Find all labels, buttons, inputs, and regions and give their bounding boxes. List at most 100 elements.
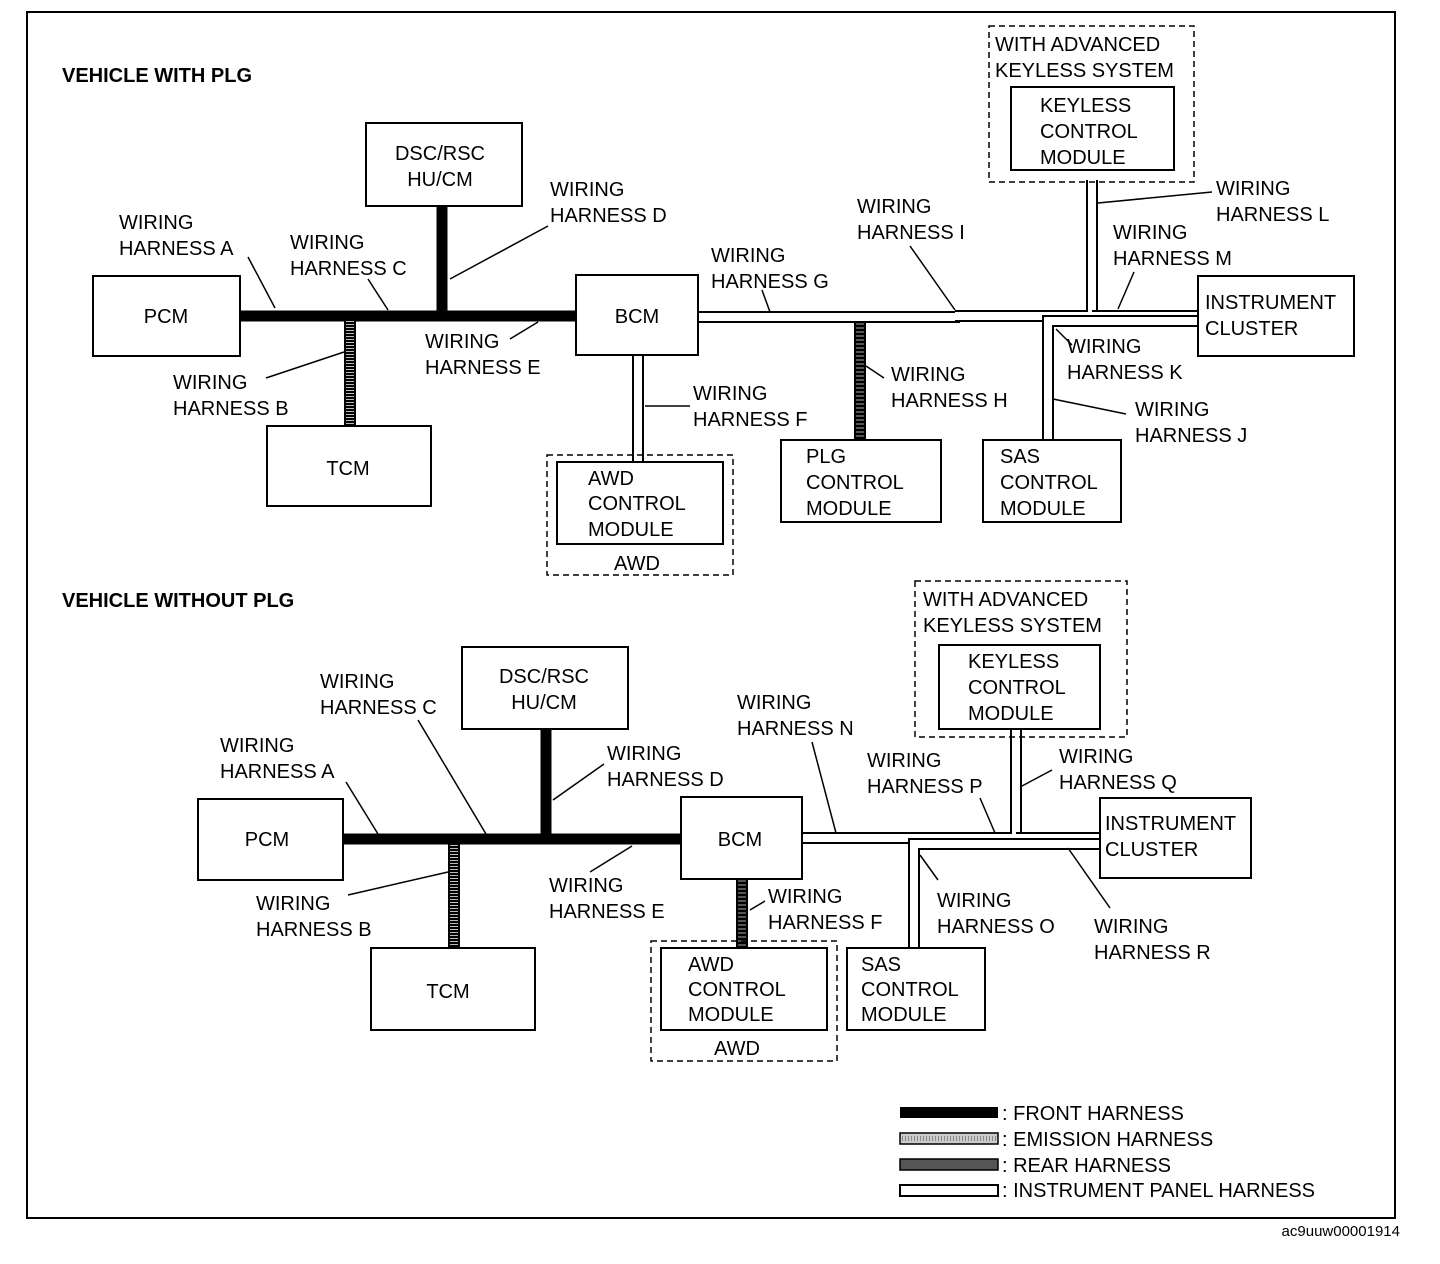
legend-front-swatch	[900, 1107, 998, 1118]
harness-o-label: WIRING	[937, 890, 1011, 912]
keyless-module-label: CONTROL	[968, 677, 1066, 699]
keyless-module-box	[1010, 86, 1175, 171]
harness-b-label: WIRING	[173, 372, 247, 394]
dsc-module-label: HU/CM	[407, 169, 473, 191]
legend-front-label: : FRONT HARNESS	[1002, 1103, 1184, 1125]
keyless-group-box	[988, 25, 1195, 183]
bcm-label: BCM	[718, 829, 762, 851]
keyless-group-label: WITH ADVANCED	[923, 589, 1088, 611]
legend-rear-swatch	[899, 1158, 999, 1171]
harness-h-label: WIRING	[891, 364, 965, 386]
sas-module-label: CONTROL	[861, 979, 959, 1001]
pcm-label: PCM	[245, 829, 289, 851]
pcm-label: PCM	[144, 306, 188, 328]
pcm-box	[92, 275, 241, 357]
awd-module-label: AWD	[588, 468, 634, 490]
harness-f-label: HARNESS F	[768, 912, 882, 934]
harness-b-label: WIRING	[256, 893, 330, 915]
harness-n-label: WIRING	[737, 692, 811, 714]
awd-group-label: AWD	[714, 1038, 760, 1060]
keyless-module-label: MODULE	[968, 703, 1054, 725]
dsc-module-label: HU/CM	[511, 692, 577, 714]
harness-c-label: WIRING	[290, 232, 364, 254]
sas-module-box	[982, 439, 1122, 523]
keyless-module-label: MODULE	[1040, 147, 1126, 169]
harness-d-label: HARNESS D	[607, 769, 724, 791]
tcm-label: TCM	[426, 981, 469, 1003]
keyless-module-label: CONTROL	[1040, 121, 1138, 143]
harness-n-label: HARNESS N	[737, 718, 854, 740]
dsc-module-box	[365, 122, 523, 207]
harness-i-label: HARNESS I	[857, 222, 965, 244]
harness-m-label: WIRING	[1113, 222, 1187, 244]
awd-module-box	[556, 461, 724, 545]
harness-r-label: HARNESS R	[1094, 942, 1211, 964]
plg-module-label: PLG	[806, 446, 846, 468]
awd-group-box	[546, 454, 734, 576]
harness-e-label: HARNESS E	[549, 901, 665, 923]
keyless-module-box	[938, 644, 1101, 730]
keyless-module-label: KEYLESS	[1040, 95, 1131, 117]
harness-p-label: WIRING	[867, 750, 941, 772]
diagram-without-plg: VEHICLE WITHOUT PLG DSC/RSC HU/CM PCM BC…	[62, 580, 1252, 1062]
tcm-box	[266, 425, 432, 507]
bcm-label: BCM	[615, 306, 659, 328]
instrument-cluster-label: INSTRUMENT	[1105, 813, 1236, 835]
harness-b-label: HARNESS B	[173, 398, 289, 420]
legend-instrument-label: : INSTRUMENT PANEL HARNESS	[1002, 1180, 1315, 1202]
keyless-group-label: WITH ADVANCED	[995, 34, 1160, 56]
bcm-box	[575, 274, 699, 356]
harness-a-label: HARNESS A	[119, 238, 234, 260]
legend-emission-swatch	[899, 1132, 999, 1145]
instrument-cluster-label: INSTRUMENT	[1205, 292, 1336, 314]
harness-g-label: WIRING	[711, 245, 785, 267]
plg-module-label: MODULE	[806, 498, 892, 520]
diagram-with-plg: VEHICLE WITH PLG DSC/RSC HU/CM PCM BCM T…	[62, 25, 1355, 576]
plg-module-label: CONTROL	[806, 472, 904, 494]
awd-module-label: MODULE	[588, 519, 674, 541]
harness-l-line	[955, 180, 1098, 322]
sas-module-label: MODULE	[861, 1004, 947, 1026]
harness-d-label: WIRING	[607, 743, 681, 765]
harness-l-label: WIRING	[1216, 178, 1290, 200]
section-title-without-plg: VEHICLE WITHOUT PLG	[62, 590, 294, 612]
keyless-module-label: KEYLESS	[968, 651, 1059, 673]
harness-k-label: HARNESS K	[1067, 362, 1183, 384]
harness-q-label: WIRING	[1059, 746, 1133, 768]
instrument-cluster-box	[1197, 275, 1355, 357]
dsc-module-label: DSC/RSC	[499, 666, 589, 688]
harness-e-label: WIRING	[549, 875, 623, 897]
harness-b-label: HARNESS B	[256, 919, 372, 941]
sas-module-label: MODULE	[1000, 498, 1086, 520]
harness-q-label: HARNESS Q	[1059, 772, 1177, 794]
bcm-box	[680, 796, 803, 880]
harness-a-label: WIRING	[220, 735, 294, 757]
sas-module-label: CONTROL	[1000, 472, 1098, 494]
sas-module-label: SAS	[861, 954, 901, 976]
tcm-box	[370, 947, 536, 1031]
harness-j-label: WIRING	[1135, 399, 1209, 421]
harness-g-label: HARNESS G	[711, 271, 829, 293]
keyless-group-label: KEYLESS SYSTEM	[995, 60, 1174, 82]
instrument-cluster-label: CLUSTER	[1105, 839, 1198, 861]
harness-k-label: WIRING	[1067, 336, 1141, 358]
instrument-cluster-label: CLUSTER	[1205, 318, 1298, 340]
awd-group-label: AWD	[614, 553, 660, 575]
harness-a-label: WIRING	[119, 212, 193, 234]
awd-module-label: MODULE	[688, 1004, 774, 1026]
harness-f-label: WIRING	[768, 886, 842, 908]
keyless-group-box	[914, 580, 1128, 738]
tcm-label: TCM	[326, 458, 369, 480]
harness-o-label: HARNESS O	[937, 916, 1055, 938]
legend-instrument-swatch	[899, 1184, 999, 1197]
harness-d-label: WIRING	[550, 179, 624, 201]
section-title-with-plg: VEHICLE WITH PLG	[62, 65, 252, 87]
legend-rear-label: : REAR HARNESS	[1002, 1155, 1171, 1177]
harness-j-label: HARNESS J	[1135, 425, 1247, 447]
harness-m-label: HARNESS M	[1113, 248, 1232, 270]
harness-d-label: HARNESS D	[550, 205, 667, 227]
legend: : FRONT HARNESS : EMISSION HARNESS : REA…	[899, 1103, 1315, 1202]
figure-code: ac9uuw00001914	[1282, 1223, 1400, 1240]
legend-emission-label: : EMISSION HARNESS	[1002, 1129, 1213, 1151]
